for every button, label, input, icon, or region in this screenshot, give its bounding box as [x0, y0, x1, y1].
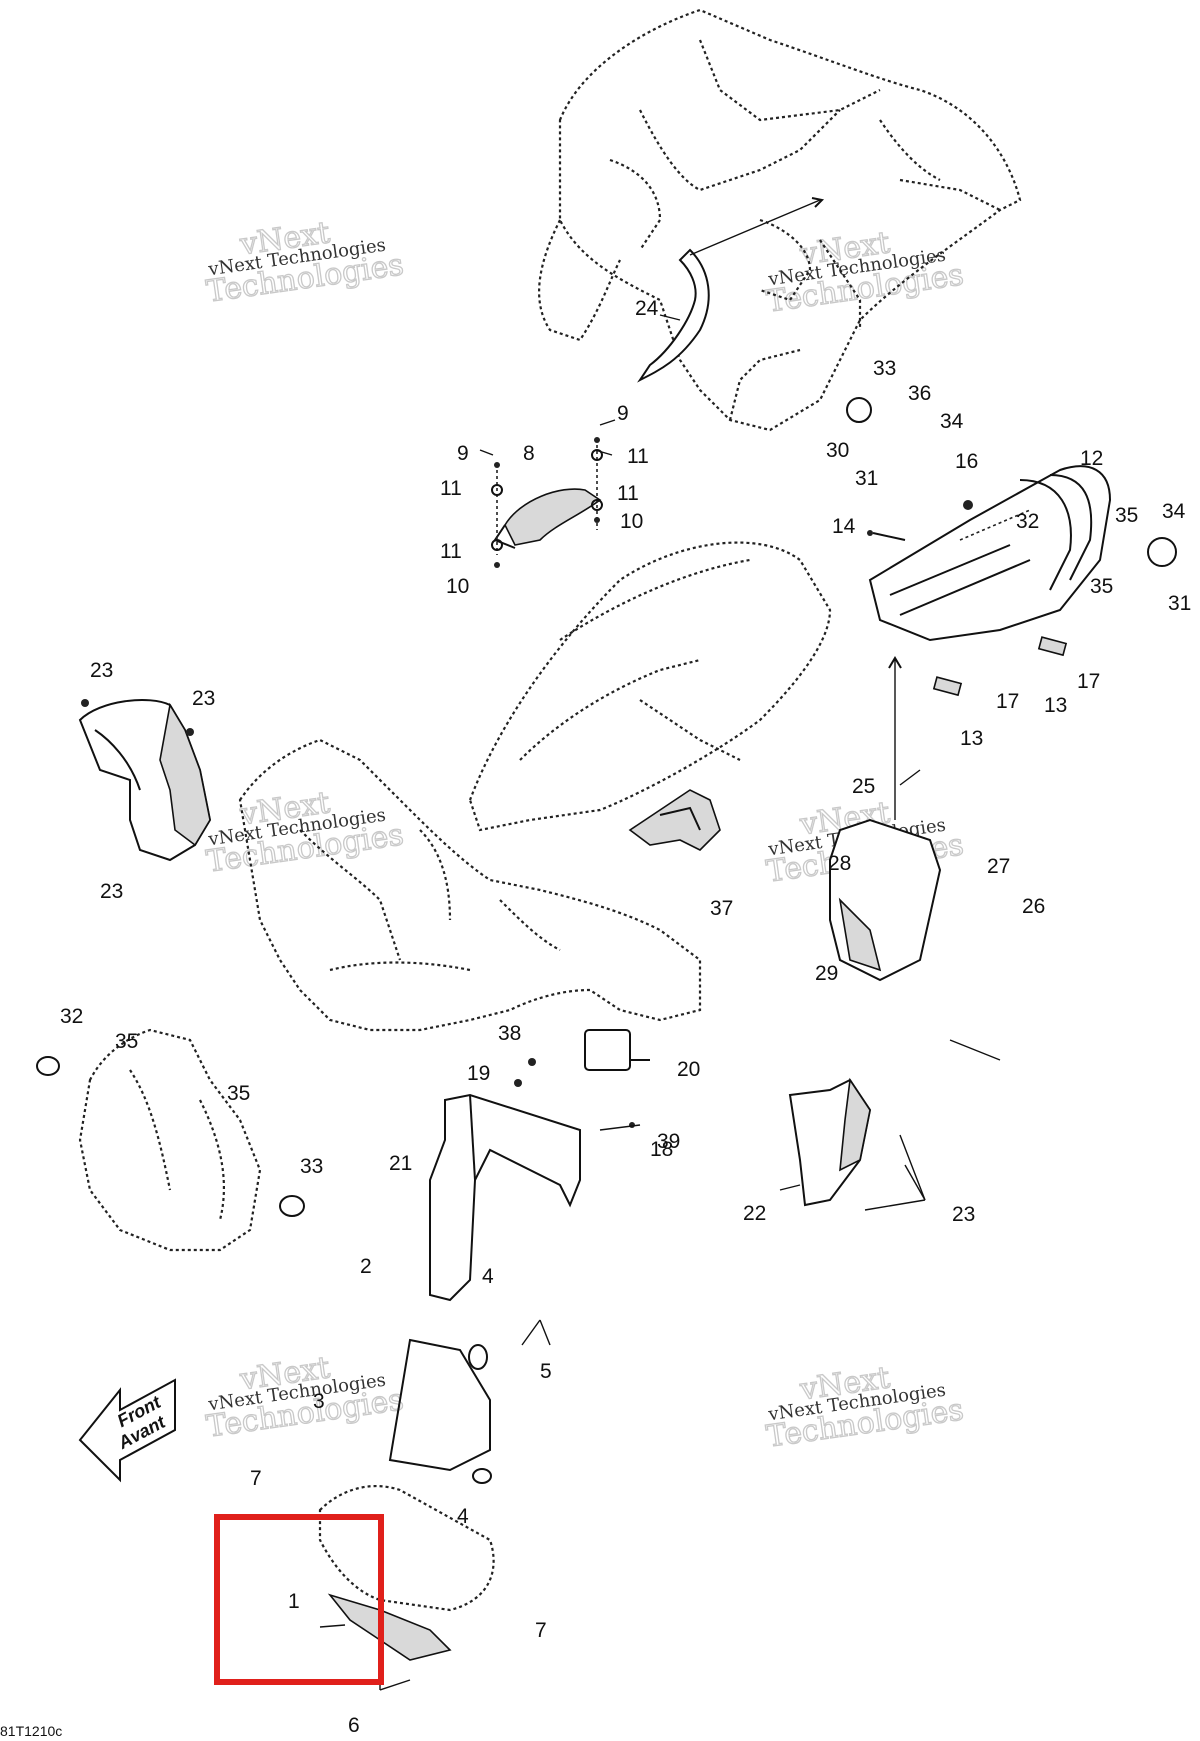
callout-label: 11	[617, 482, 639, 505]
watermark-top-right: Technologies vNext Technologies vNext	[764, 225, 967, 321]
callout-label: 32	[60, 1005, 83, 1028]
part-22-guard	[788, 1077, 872, 1207]
callout-label: 35	[227, 1082, 250, 1105]
part-8-handle-bracket	[491, 437, 603, 568]
callout-label: 7	[250, 1467, 262, 1490]
callout-label: 8	[523, 442, 535, 465]
callout-label: 25	[852, 775, 875, 798]
callout-label: 11	[440, 477, 462, 500]
callout-label: 34	[940, 410, 964, 433]
callout-numbers: 1 2 3 4 4 5 6 7 7 8 9 9 10 10 11 11 11 1…	[60, 297, 1191, 1737]
callout-label: 17	[996, 690, 1019, 713]
front-direction-arrow: Front Avant	[78, 1378, 176, 1483]
callout-label: 4	[482, 1265, 494, 1288]
front-fender-body	[238, 738, 702, 1032]
watermark-mid-left: Technologies vNext Technologies vNext	[204, 785, 407, 881]
part-38-cover	[628, 789, 721, 851]
callout-label: 2	[360, 1255, 372, 1278]
callout-label: 35	[1115, 504, 1138, 527]
callout-label: 31	[1168, 592, 1191, 615]
callout-label: 24	[635, 297, 659, 320]
callout-label: 31	[855, 467, 878, 490]
callout-label: 19	[467, 1062, 490, 1085]
callout-label: 9	[617, 402, 629, 425]
callout-label: 38	[498, 1022, 521, 1045]
rear-fender-body	[538, 8, 1022, 432]
callout-label: 29	[815, 962, 838, 985]
callout-label: 36	[908, 382, 931, 405]
watermark-top-left: Technologies vNext Technologies vNext	[204, 215, 407, 311]
part-30-inner-fender	[829, 656, 942, 982]
callout-label: 27	[987, 855, 1010, 878]
callout-label: 28	[828, 852, 851, 875]
callout-label: 11	[440, 540, 462, 563]
callout-label: 6	[348, 1714, 360, 1737]
callout-label: 34	[1162, 500, 1186, 523]
callout-label: 13	[1044, 694, 1067, 717]
part-21-frame	[429, 1029, 650, 1302]
callout-label: 39	[657, 1130, 680, 1153]
callout-label: 12	[1080, 447, 1103, 470]
callout-label: 14	[832, 515, 856, 538]
callout-label: 13	[960, 727, 983, 750]
part-1-bumper-assembly	[318, 1338, 495, 1661]
watermark-bottom-right: Technologies vNext Technologies vNext	[764, 1360, 967, 1456]
callout-label: 9	[457, 442, 469, 465]
watermark-bottom-left: Technologies vNext Technologies vNext	[204, 1350, 407, 1446]
callout-label: 35	[1090, 575, 1113, 598]
callout-label: 17	[1077, 670, 1100, 693]
callout-label: 10	[446, 575, 469, 598]
callout-label: 10	[620, 510, 643, 533]
part-25-protector	[637, 197, 825, 383]
part-24-side-panel	[78, 699, 212, 862]
callout-label: 22	[743, 1202, 766, 1225]
callout-label: 7	[535, 1619, 547, 1642]
callout-label: 16	[955, 450, 978, 473]
callout-label: 20	[677, 1058, 700, 1081]
callout-label: 35	[115, 1030, 138, 1053]
callout-label: 1	[288, 1590, 300, 1613]
callout-label: 23	[100, 880, 123, 903]
reference-code: 81T1210c	[0, 1723, 62, 1739]
callout-label: 4	[457, 1505, 469, 1528]
callout-label: 26	[1022, 895, 1045, 918]
callout-label: 32	[1016, 510, 1039, 533]
callout-label: 3	[313, 1390, 325, 1413]
callout-label: 23	[952, 1203, 975, 1226]
callout-label: 5	[540, 1360, 552, 1383]
callout-label: 23	[192, 687, 215, 710]
middle-fender-body	[468, 541, 832, 832]
callout-label: 11	[627, 445, 649, 468]
callout-label: 30	[826, 439, 849, 462]
callout-label: 21	[389, 1152, 412, 1175]
callout-label: 23	[90, 659, 113, 682]
part-12-rear-rack	[846, 397, 1177, 697]
front-panel-33-35	[36, 1028, 305, 1252]
callout-label: 37	[710, 897, 733, 920]
callout-label: 18	[650, 1138, 673, 1161]
callout-label: 33	[873, 357, 896, 380]
callout-label: 33	[300, 1155, 323, 1178]
leader-lines	[319, 314, 1001, 1691]
highlight-box	[214, 1514, 384, 1685]
